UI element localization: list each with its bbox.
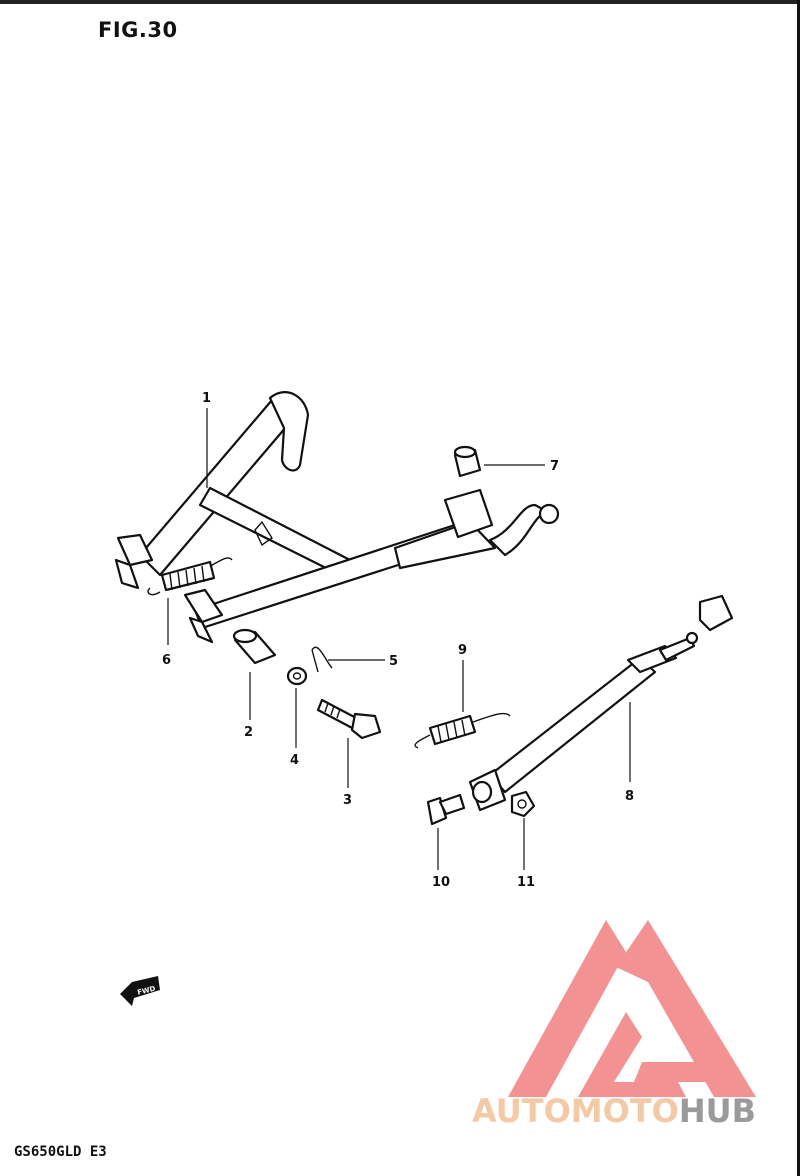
bolt-part-3 [316,698,382,740]
callout-7: 7 [550,459,559,474]
spring-part-6 [147,557,233,596]
side-stand-part-8 [468,631,699,812]
leader-lines [167,408,631,870]
nut-part-11 [510,790,536,818]
callout-1: 1 [202,391,211,406]
figure-title: FIG.30 [98,18,178,42]
model-code: GS650GLD E3 [14,1144,107,1160]
bushing-part-2 [232,628,277,665]
fwd-arrow-icon: FWD [120,976,160,1006]
watermark-auto: AUTO [472,1092,571,1130]
top-border [0,0,800,4]
washer-part-4 [286,666,308,686]
watermark-text: AUTOMOTOHUB [472,1092,756,1130]
callout-4: 4 [290,753,299,768]
right-border [797,0,800,1176]
callout-8: 8 [625,789,634,804]
spring-part-9 [414,712,511,749]
callout-3: 3 [343,793,352,808]
watermark-logo [508,920,756,1097]
callout-2: 2 [244,725,253,740]
watermark-moto: MOTO [570,1092,679,1130]
bolt-part-10 [426,793,466,826]
callout-9: 9 [458,643,467,658]
cotter-pin-part-5 [311,646,333,673]
watermark-hub: HUB [678,1092,757,1130]
rubber-stop-part-7 [453,445,482,478]
callout-11: 11 [517,875,535,890]
side-stand-rubber [698,594,734,632]
callout-5: 5 [389,654,398,669]
callout-6: 6 [162,653,171,668]
callout-10: 10 [432,875,450,890]
center-stand-part [114,391,560,644]
